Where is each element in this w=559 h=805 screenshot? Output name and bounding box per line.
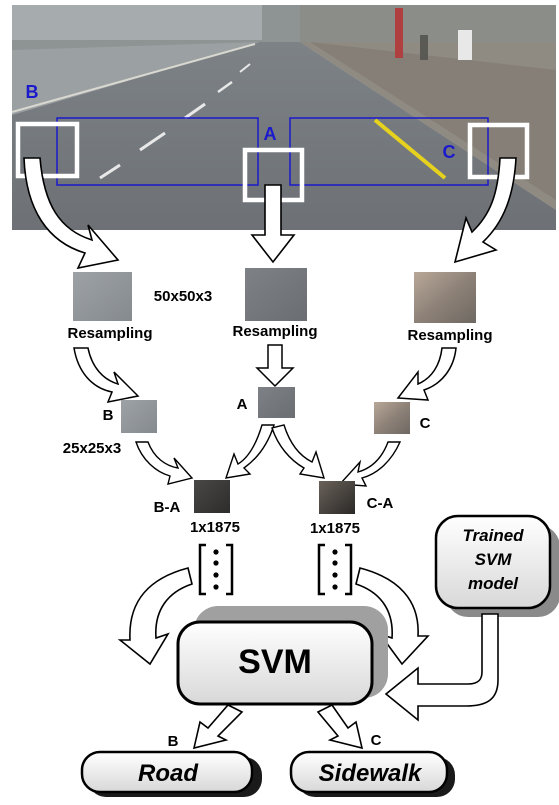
pedestrian-figure [458,30,472,60]
patch-a-25 [258,387,295,418]
vector-bracket-left [198,543,234,596]
vector-label-right: 1x1875 [310,520,360,537]
curved-arrow-into-svm-right [355,567,430,666]
output-label-c: C [371,732,382,749]
region-label-a: A [264,124,277,144]
curved-arrow-c [453,157,517,264]
model-line1: Trained [462,526,524,545]
region-label-b: B [26,82,39,102]
resample-label-a: Resampling [232,323,317,340]
size-label-50: 50x50x3 [154,288,212,305]
road-photo [11,5,556,230]
curved-arrow-a-right [271,424,326,479]
svm-box[interactable] [176,620,374,706]
patch-c-50 [414,272,476,323]
diff-patch-ca [319,481,355,514]
size-label-25: 25x25x3 [63,440,121,457]
patch-b-25 [121,400,157,433]
curved-arrow-into-svm-left [117,567,193,666]
patch-a-50 [245,268,307,321]
model-line2: SVM [475,550,513,569]
svm-label: SVM [238,643,312,681]
road-label: Road [138,760,199,787]
vector-label-left: 1x1875 [190,519,240,536]
region-label-c: C [443,142,456,162]
select-square-b [15,121,80,179]
vector-bracket-right [317,543,353,596]
straight-arrow-a2 [255,344,295,388]
curved-arrow-a-left [224,424,275,479]
sidewalk-box[interactable] [289,750,449,794]
model-line3: model [468,574,519,593]
patch-c-25 [374,402,410,434]
resample-label-c: Resampling [407,327,492,344]
sidewalk-label: Sidewalk [319,760,423,787]
diff-label-ca: C-A [367,495,394,512]
patch-b-50 [73,272,132,321]
road-box[interactable] [80,750,254,794]
straight-arrow-a [250,184,296,264]
arrow-to-sidewalk [316,703,364,750]
arrow-to-road [192,704,244,750]
stage2-label-b: B [103,407,114,424]
stage2-label-a: A [237,396,248,413]
curved-arrow-c3 [338,441,402,487]
curved-arrow-b2 [73,347,140,404]
curved-arrow-b [23,157,120,270]
curved-arrow-c2 [396,347,457,401]
model-box [434,514,552,610]
curved-arrow-b3 [135,441,194,485]
diff-label-ba: B-A [154,499,181,516]
resample-label-b: Resampling [67,325,152,342]
output-label-b: B [168,733,179,750]
arrow-model-to-svm [384,613,499,722]
diff-patch-ba [194,480,230,513]
stage2-label-c: C [420,415,431,432]
